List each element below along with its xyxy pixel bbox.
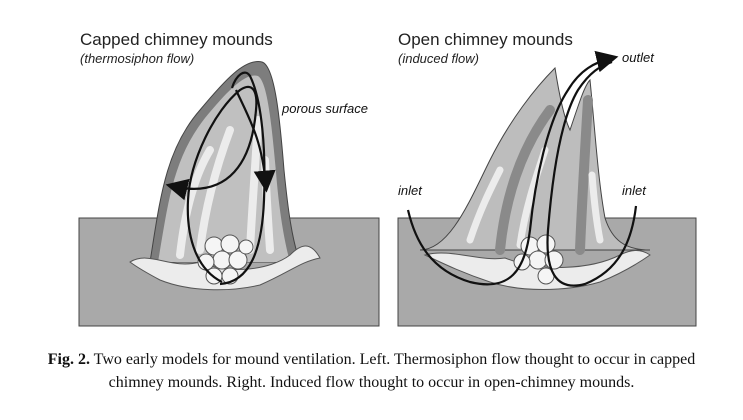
- right-panel-subtitle: (induced flow): [398, 51, 479, 66]
- right-panel-diagram: [397, 50, 697, 327]
- left-panel-diagram: [78, 61, 380, 327]
- right-mound-dark-bands: [495, 95, 593, 255]
- porous-surface-label: porous surface: [282, 101, 368, 116]
- figure-caption: Fig. 2. Two early models for mound venti…: [20, 348, 723, 394]
- outlet-label: outlet: [622, 50, 654, 65]
- left-flow-loop-2: [219, 71, 266, 286]
- inlet-label-left: inlet: [398, 183, 422, 198]
- right-nursery: [513, 234, 564, 285]
- left-gallery-channels: [176, 116, 274, 259]
- figure-caption-label: Fig. 2.: [47, 351, 90, 368]
- right-flow-path-left-arrow: [406, 50, 619, 286]
- left-flow-down-arrow: [235, 89, 276, 193]
- left-flow-loop-arrow: [165, 85, 258, 283]
- mound-ventilation-diagram: [78, 50, 697, 327]
- left-panel-subtitle: (thermosiphon flow): [80, 51, 195, 66]
- figure-caption-text: Two early models for mound ventilation. …: [89, 351, 696, 391]
- figure: [78, 50, 697, 327]
- right-flow-path-right: [546, 60, 638, 287]
- inlet-label-right: inlet: [622, 183, 646, 198]
- right-panel-title: Open chimney mounds: [398, 30, 573, 49]
- left-panel-title: Capped chimney mounds: [80, 30, 273, 49]
